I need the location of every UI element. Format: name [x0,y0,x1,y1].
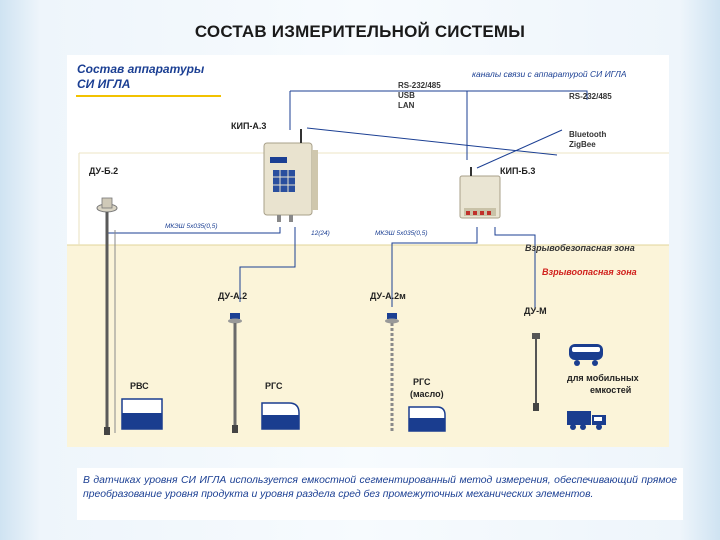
label-du-b2: ДУ-Б.2 [89,166,119,176]
du-a2-sensor [228,313,242,433]
panel-heading-line2: СИ ИГЛА [77,77,131,91]
zone-label-hazard: Взрывоопасная зона [542,267,637,277]
connection-lines [106,90,588,310]
label-mobile-1: для мобильных [567,373,639,383]
rvs-tank [121,398,163,430]
cable-label-1: МКЭШ 5х035(0,5) [165,223,218,230]
description-text: В датчиках уровня СИ ИГЛА используется е… [77,468,683,520]
du-m-cable [494,227,536,310]
rgs-tank [261,402,300,430]
heading-underline [76,95,221,97]
wireless-line-1 [306,127,558,156]
du-b2-sensor [96,197,118,435]
panel-heading-line1: Состав аппаратуры [77,62,205,76]
mobile-truck-top [569,344,603,366]
label-rgs-oil-2: (масло) [410,389,444,399]
kip-a3-device [263,129,318,222]
wireless-line-2 [476,129,563,169]
kip-b3-device [459,167,501,219]
system-diagram: Состав аппаратуры СИ ИГЛА каналы связи с… [67,55,669,447]
kip-b3-interface: RS-232/485 [569,92,612,101]
channels-note: каналы связи с аппаратурой СИ ИГЛА [472,69,627,79]
label-du-a2m: ДУ-А.2м [370,291,406,301]
mobile-truck-bottom [567,411,606,430]
label-rgs: РГС [265,381,283,391]
label-rgs-oil-1: РГС [413,377,431,387]
label-du-m: ДУ-М [524,306,547,316]
label-du-a2: ДУ-А.2 [218,291,248,301]
wireless-zigbee: ZigBee [569,140,596,149]
zone-label-safe: Взрывобезопасная зона [525,243,635,253]
kip-a3-interface-rs: RS-232/485 [398,81,441,90]
label-kip-a3: КИП-А.3 [231,121,267,131]
slide-title: СОСТАВ ИЗМЕРИТЕЛЬНОЙ СИСТЕМЫ [194,22,526,41]
cable-label-2: МКЭШ 5х035(0,5) [375,230,428,237]
label-kip-b3: КИП-Б.3 [500,166,536,176]
kip-a3-interface-usb: USB [398,91,415,100]
kip-a3-channel-line [290,90,588,100]
du-a2-cable [239,227,296,302]
du-m-sensor [532,333,540,411]
rgs-oil-tank [408,406,446,432]
cable-label-3: 12(24) [311,230,330,237]
du-a2m-sensor [385,313,399,432]
label-rvs: РВС [130,381,149,391]
wireless-bluetooth: Bluetooth [569,130,607,139]
diagram-graphics [67,90,669,435]
label-mobile-2: емкостей [590,385,632,395]
kip-a3-interface-lan: LAN [398,101,415,110]
du-a2m-cable [391,227,478,307]
